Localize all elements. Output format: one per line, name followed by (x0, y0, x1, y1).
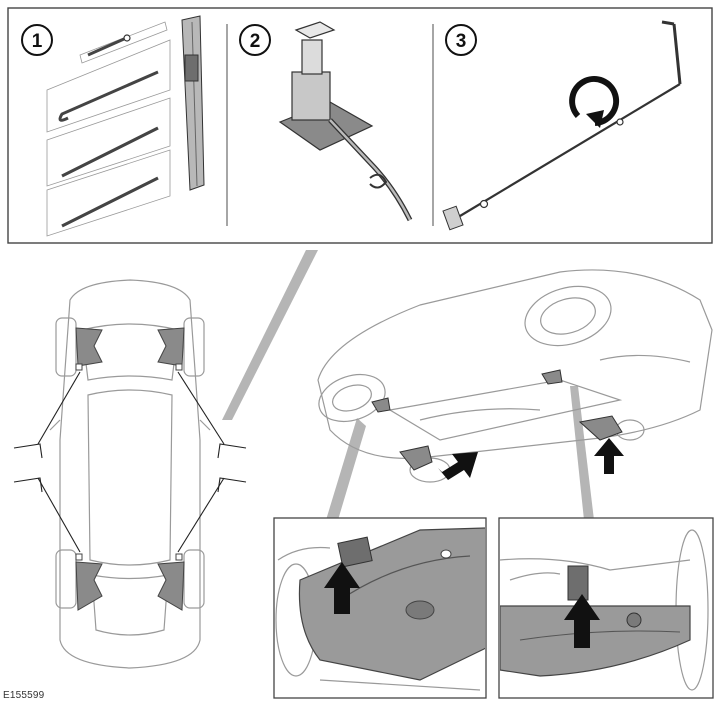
detail-arrow-front (324, 562, 360, 614)
step-3-badge: 3 (445, 24, 477, 56)
underside-arrows (438, 438, 624, 480)
detail-panel-rear (498, 517, 714, 699)
underside-jack-point-rear (578, 415, 623, 441)
step-2: 2 (239, 21, 413, 222)
jack-handle-assembly (442, 20, 682, 231)
bolt-tool (79, 21, 168, 64)
jacking-point-rear-left (75, 553, 103, 611)
rotate-clockwise-icon (569, 76, 620, 128)
jacking-point-rear-right (157, 553, 185, 611)
figure-reference: E155599 (3, 690, 45, 701)
underside-jack-point-front-upper (371, 397, 391, 413)
jacking-points-top-view (75, 327, 185, 611)
step-1-number: 1 (32, 31, 43, 52)
step-2-badge: 2 (239, 24, 271, 56)
extension-rod-a (46, 97, 171, 187)
wheel-wrench-tool (181, 15, 205, 191)
jacking-points-underside (371, 369, 623, 471)
extension-rod-b (46, 149, 171, 237)
step-2-number: 2 (250, 31, 261, 52)
jacking-point-leaders (13, 371, 247, 553)
detail-panel-front (273, 517, 487, 699)
step-1-badge: 1 (21, 24, 53, 56)
jacking-point-front-right (157, 327, 185, 371)
car-underside-view (317, 269, 713, 483)
jacking-point-front-left (75, 327, 103, 371)
detail-arrow-rear (564, 594, 600, 648)
step-1: 1 (21, 15, 205, 237)
car-top-view (49, 279, 211, 669)
hook-rod-tool (46, 39, 171, 133)
step-3: 3 (442, 20, 682, 231)
step-3-number: 3 (456, 31, 467, 52)
arrow-front-jack-point (438, 452, 478, 480)
underside-jack-point-rear-upper (541, 369, 563, 385)
callout-lines (222, 250, 594, 520)
bottle-jack (278, 21, 413, 222)
underside-jack-point-front (399, 445, 433, 471)
arrow-rear-jack-point (594, 438, 624, 474)
